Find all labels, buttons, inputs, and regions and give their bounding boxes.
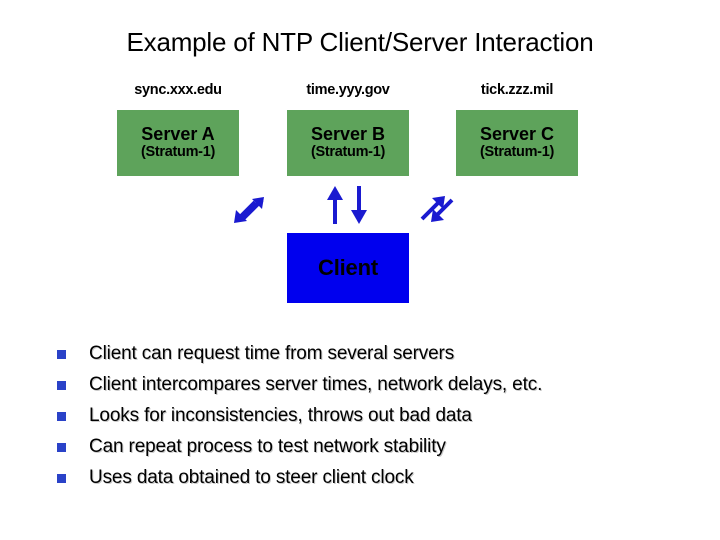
square-bullet-icon — [57, 443, 66, 452]
client-label: Client — [318, 255, 378, 280]
server-b-hostname: time.yyy.gov — [306, 82, 390, 98]
arrow-down-right-icon — [431, 198, 454, 222]
list-item: Client intercompares server times, netwo… — [57, 369, 697, 400]
arrow-pair-diagonal-left — [234, 197, 264, 223]
bullet-list: Client can request time from several ser… — [57, 338, 697, 493]
server-b-box[interactable]: Server B (Stratum-1) — [287, 110, 409, 176]
list-item-label: Looks for inconsistencies, throws out ba… — [89, 404, 472, 426]
server-b-name: Server B — [310, 124, 386, 145]
list-item-label: Client can request time from several ser… — [89, 342, 455, 364]
server-a-client-exchange-arrows — [226, 189, 272, 238]
server-c-client-exchange-arrows — [414, 189, 462, 238]
square-bullet-icon — [57, 474, 66, 483]
arrow-down-icon — [351, 186, 367, 224]
list-item: Uses data obtained to steer client clock — [57, 462, 697, 493]
list-item-label: Client intercompares server times, netwo… — [89, 373, 543, 395]
server-b-client-exchange-arrows — [322, 184, 374, 231]
ntp-interaction-diagram: sync.xxx.edu Server A (Stratum-1) time.y… — [117, 82, 578, 303]
arrow-up-icon — [327, 186, 343, 224]
arrow-up-right-icon — [241, 197, 264, 221]
square-bullet-icon — [57, 350, 66, 359]
server-a-hostname: sync.xxx.edu — [134, 82, 222, 98]
server-c-box[interactable]: Server C (Stratum-1) — [456, 110, 578, 176]
square-bullet-icon — [57, 381, 66, 390]
list-item-label: Uses data obtained to steer client clock — [89, 466, 414, 488]
arrow-pair-diagonal-right — [420, 196, 454, 222]
client-box[interactable]: Client — [287, 233, 409, 303]
server-a-box[interactable]: Server A (Stratum-1) — [117, 110, 239, 176]
list-item: Client can request time from several ser… — [57, 338, 697, 369]
square-bullet-icon — [57, 412, 66, 421]
server-a-stratum: (Stratum-1) — [140, 144, 216, 161]
list-item-label: Can repeat process to test network stabi… — [89, 435, 446, 457]
list-item: Looks for inconsistencies, throws out ba… — [57, 400, 697, 431]
server-a-name: Server A — [141, 124, 215, 145]
arrow-up-right-icon — [420, 196, 445, 221]
server-c-name: Server C — [479, 124, 555, 145]
arrow-down-left-icon — [234, 200, 257, 223]
server-c-hostname: tick.zzz.mil — [480, 82, 554, 98]
arrow-pair-vertical — [327, 186, 367, 224]
page-title: Example of NTP Client/Server Interaction — [126, 27, 594, 57]
server-c-stratum: (Stratum-1) — [479, 144, 555, 161]
list-item: Can repeat process to test network stabi… — [57, 431, 697, 462]
server-b-stratum: (Stratum-1) — [310, 144, 386, 161]
